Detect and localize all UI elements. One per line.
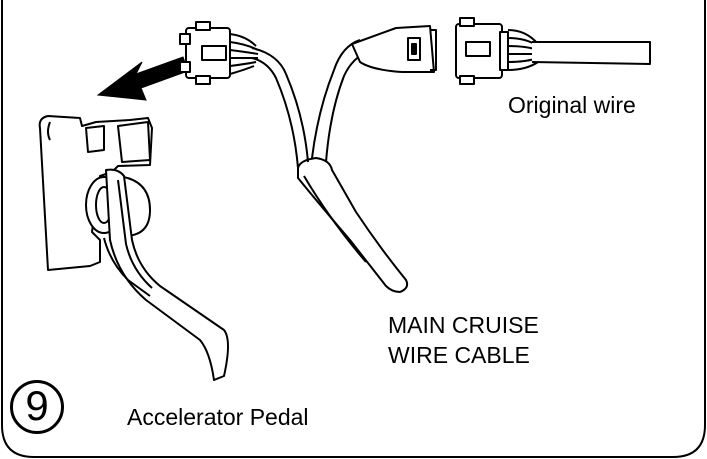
main-cruise-cable [297, 157, 409, 293]
original-wire-label: Original wire [508, 92, 636, 118]
step-number: 9 [25, 382, 49, 429]
left-branch-wire [251, 47, 309, 169]
step-number-badge: 9 [10, 380, 64, 434]
pedal-connector [179, 21, 259, 85]
main-cruise-label-line2: WIRE CABLE [388, 342, 530, 368]
accelerator-pedal-label: Accelerator Pedal [127, 404, 309, 430]
original-wire-connector [455, 17, 651, 85]
harness-connector-middle [351, 25, 437, 73]
direction-arrow-icon [96, 56, 189, 101]
main-cruise-label-line1: MAIN CRUISE [388, 312, 539, 338]
accelerator-pedal [103, 168, 229, 381]
pedal-bracket [38, 115, 153, 271]
